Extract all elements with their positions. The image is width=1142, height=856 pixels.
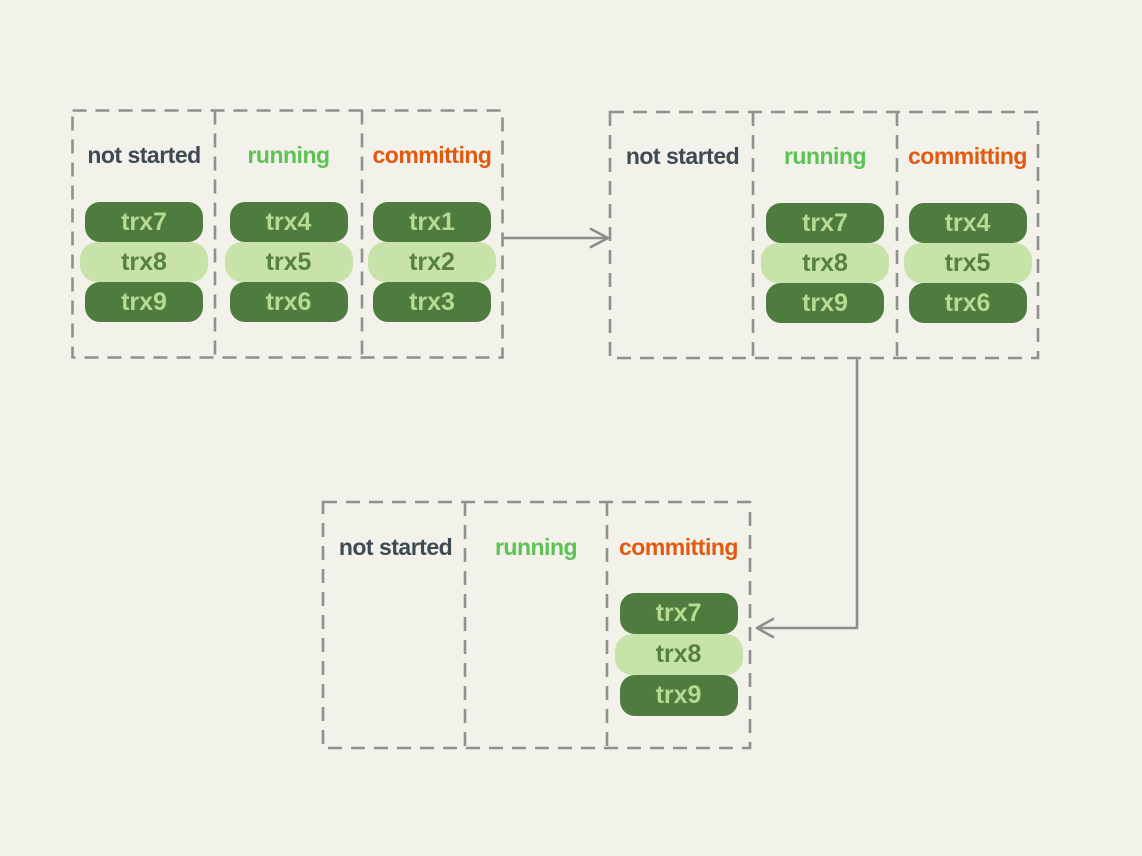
stage-1-label-not-started: not started: [87, 142, 201, 168]
pill-trx9: trx9: [766, 283, 884, 323]
pill-trx9: trx9: [85, 282, 203, 322]
stage-2-label-committing: committing: [908, 143, 1027, 169]
pill-trx9: trx9: [619, 675, 738, 716]
pill-trx4: trx4: [229, 202, 348, 242]
pill-trx8: trx8: [80, 242, 208, 282]
pill-trx6: trx6: [229, 282, 348, 322]
stage-2-border: [608, 110, 1040, 360]
pill-trx4: trx4: [908, 203, 1027, 243]
pill-trx1: trx1: [373, 202, 491, 242]
stage-2-committing-pills: trx4 trx5 trx6: [897, 203, 1038, 323]
stage-1-not-started-pills: trx7 trx8 trx9: [73, 202, 215, 322]
stage-3-label-not-started: not started: [338, 534, 453, 560]
stage-1-running-pills: trx4 trx5 trx6: [215, 202, 362, 322]
stage-3-label-committing: committing: [619, 534, 738, 560]
stage-2-label-not-started: not started: [625, 143, 740, 169]
stage-1-label-running: running: [247, 142, 330, 168]
pill-trx8: trx8: [761, 243, 889, 283]
pill-trx6: trx6: [908, 283, 1027, 323]
stage-3-label-running: running: [494, 534, 578, 560]
stage-1-label-committing: committing: [372, 142, 492, 168]
stage-1-committing-pills: trx1 trx2 trx3: [362, 202, 502, 322]
arrow-stage2-to-stage3-head: [755, 617, 775, 639]
arrow-stage1-to-stage2-head: [589, 227, 610, 249]
pill-trx3: trx3: [373, 282, 491, 322]
stage-3-committing-pills: trx7 trx8 trx9: [607, 593, 750, 716]
stage-1-border: [71, 109, 504, 359]
pill-trx7: trx7: [766, 203, 884, 243]
arrow-stage2-to-stage3: [758, 358, 859, 630]
pill-trx7: trx7: [85, 202, 203, 242]
stage-2-running-pills: trx7 trx8 trx9: [753, 203, 897, 323]
pill-trx5: trx5: [224, 242, 353, 282]
stage-2-label-running: running: [783, 143, 867, 169]
stage-3-border: [321, 500, 752, 750]
pill-trx8: trx8: [614, 634, 743, 675]
pill-trx5: trx5: [903, 243, 1032, 283]
pill-trx7: trx7: [619, 593, 738, 634]
pill-trx2: trx2: [368, 242, 496, 282]
